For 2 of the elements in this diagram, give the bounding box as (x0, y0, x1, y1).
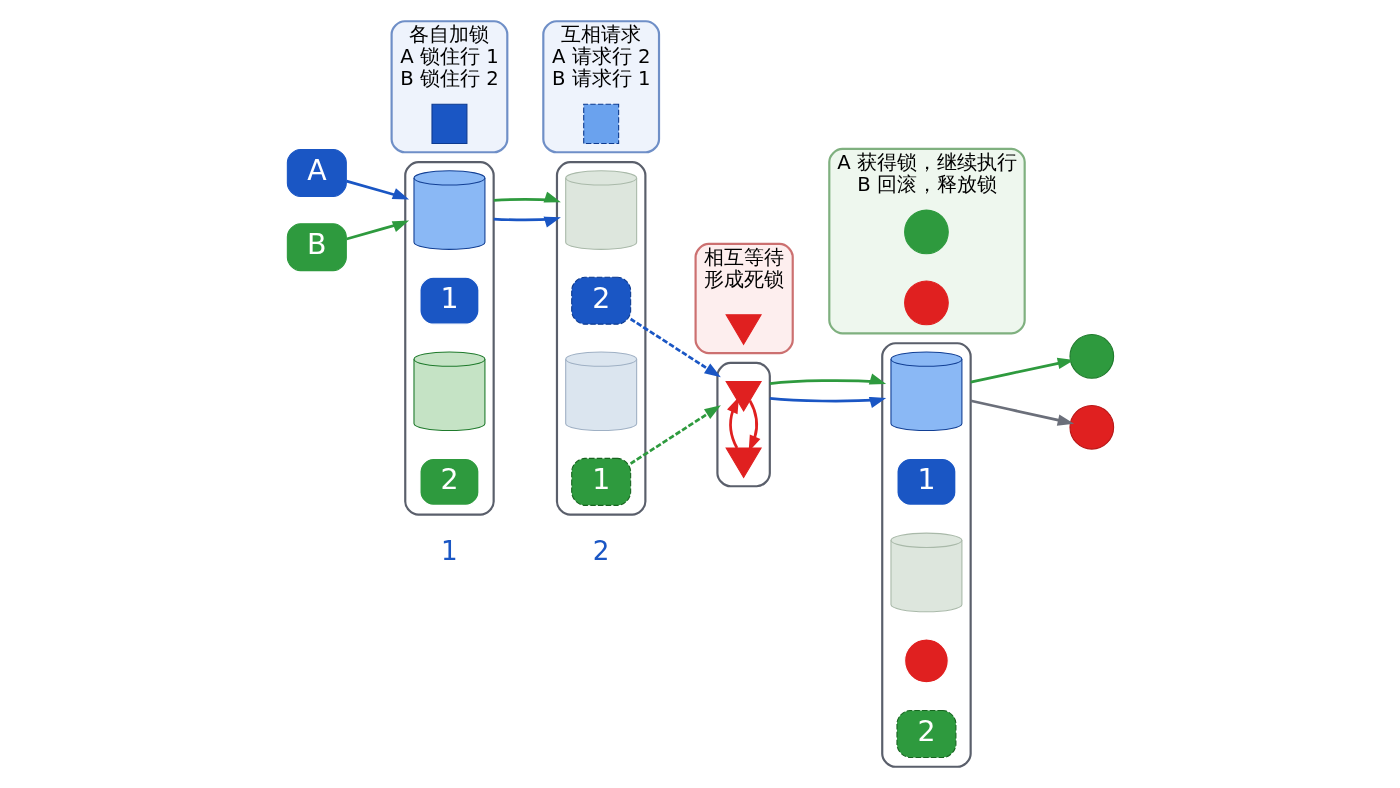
label: 2 (592, 535, 610, 566)
label: 1 (440, 535, 458, 566)
